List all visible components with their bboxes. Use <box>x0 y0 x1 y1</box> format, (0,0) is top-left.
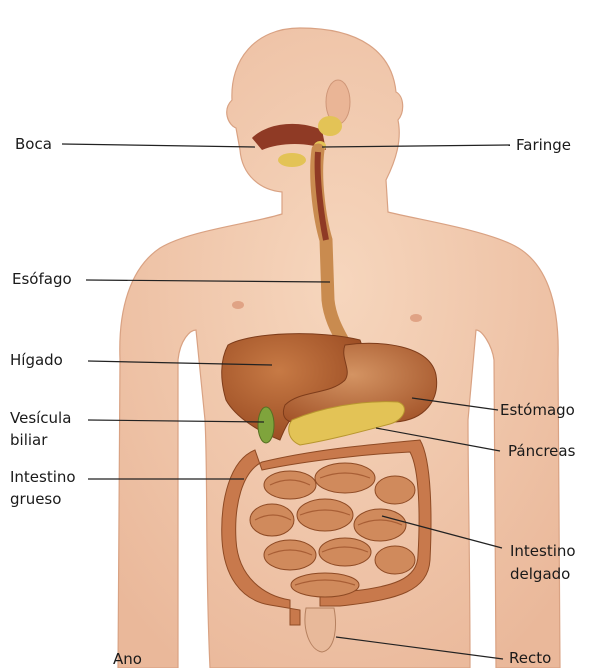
label-estomago: Estómago <box>500 400 575 421</box>
label-ano: Ano <box>113 649 142 670</box>
gallbladder <box>258 407 274 443</box>
label-pancreas: Páncreas <box>508 441 575 462</box>
label-intestino-grueso-line2: grueso <box>10 489 61 510</box>
label-boca: Boca <box>15 134 52 155</box>
label-intestino-delgado-line1: Intestino <box>510 541 576 562</box>
label-intestino-delgado-line2: delgado <box>510 564 570 585</box>
label-higado: Hígado <box>10 350 63 371</box>
label-esofago: Esófago <box>12 269 72 290</box>
label-faringe: Faringe <box>516 135 571 156</box>
label-vesicula-line2: biliar <box>10 430 47 451</box>
label-recto: Recto <box>509 648 551 669</box>
label-vesicula-line1: Vesícula <box>10 408 71 429</box>
label-intestino-grueso-line1: Intestino <box>10 467 76 488</box>
